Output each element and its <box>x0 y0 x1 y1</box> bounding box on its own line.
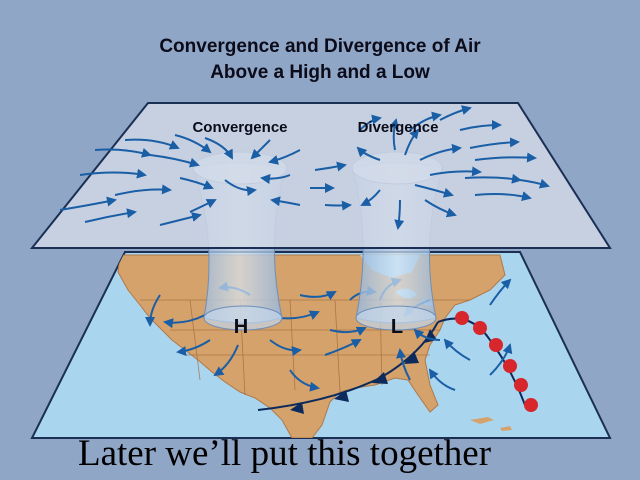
warm-front-semicircle-icon <box>455 311 469 325</box>
label-low: L <box>391 316 403 338</box>
warm-front-semicircle-icon <box>473 321 487 335</box>
label-divergence: Divergence <box>358 119 439 136</box>
cold-front-triangle-icon <box>404 351 419 364</box>
cold-front-triangle-icon <box>372 372 388 384</box>
label-convergence: Convergence <box>192 119 287 136</box>
warm-front-semicircles <box>455 311 538 412</box>
surface-arrows <box>145 277 513 392</box>
upper-plane: Convergence Divergence <box>29 102 612 249</box>
caption: Later we’ll put this together <box>78 433 492 474</box>
title-line-2: Above a High and a Low <box>210 62 430 83</box>
lower-plane-map <box>30 251 612 439</box>
label-high: H <box>234 316 248 338</box>
warm-front-semicircle-icon <box>503 359 517 373</box>
upper-arrows <box>59 105 550 230</box>
upper-plane-surface <box>29 102 612 249</box>
cold-front-triangle-icon <box>334 390 349 402</box>
warm-front-semicircle-icon <box>489 338 503 352</box>
warm-front-semicircle-icon <box>514 378 528 392</box>
caribbean-islands <box>470 417 512 431</box>
cold-front-triangle-icon <box>290 402 304 414</box>
title-line-1: Convergence and Divergence of Air <box>159 36 481 57</box>
warm-front-semicircle-icon <box>524 398 538 412</box>
